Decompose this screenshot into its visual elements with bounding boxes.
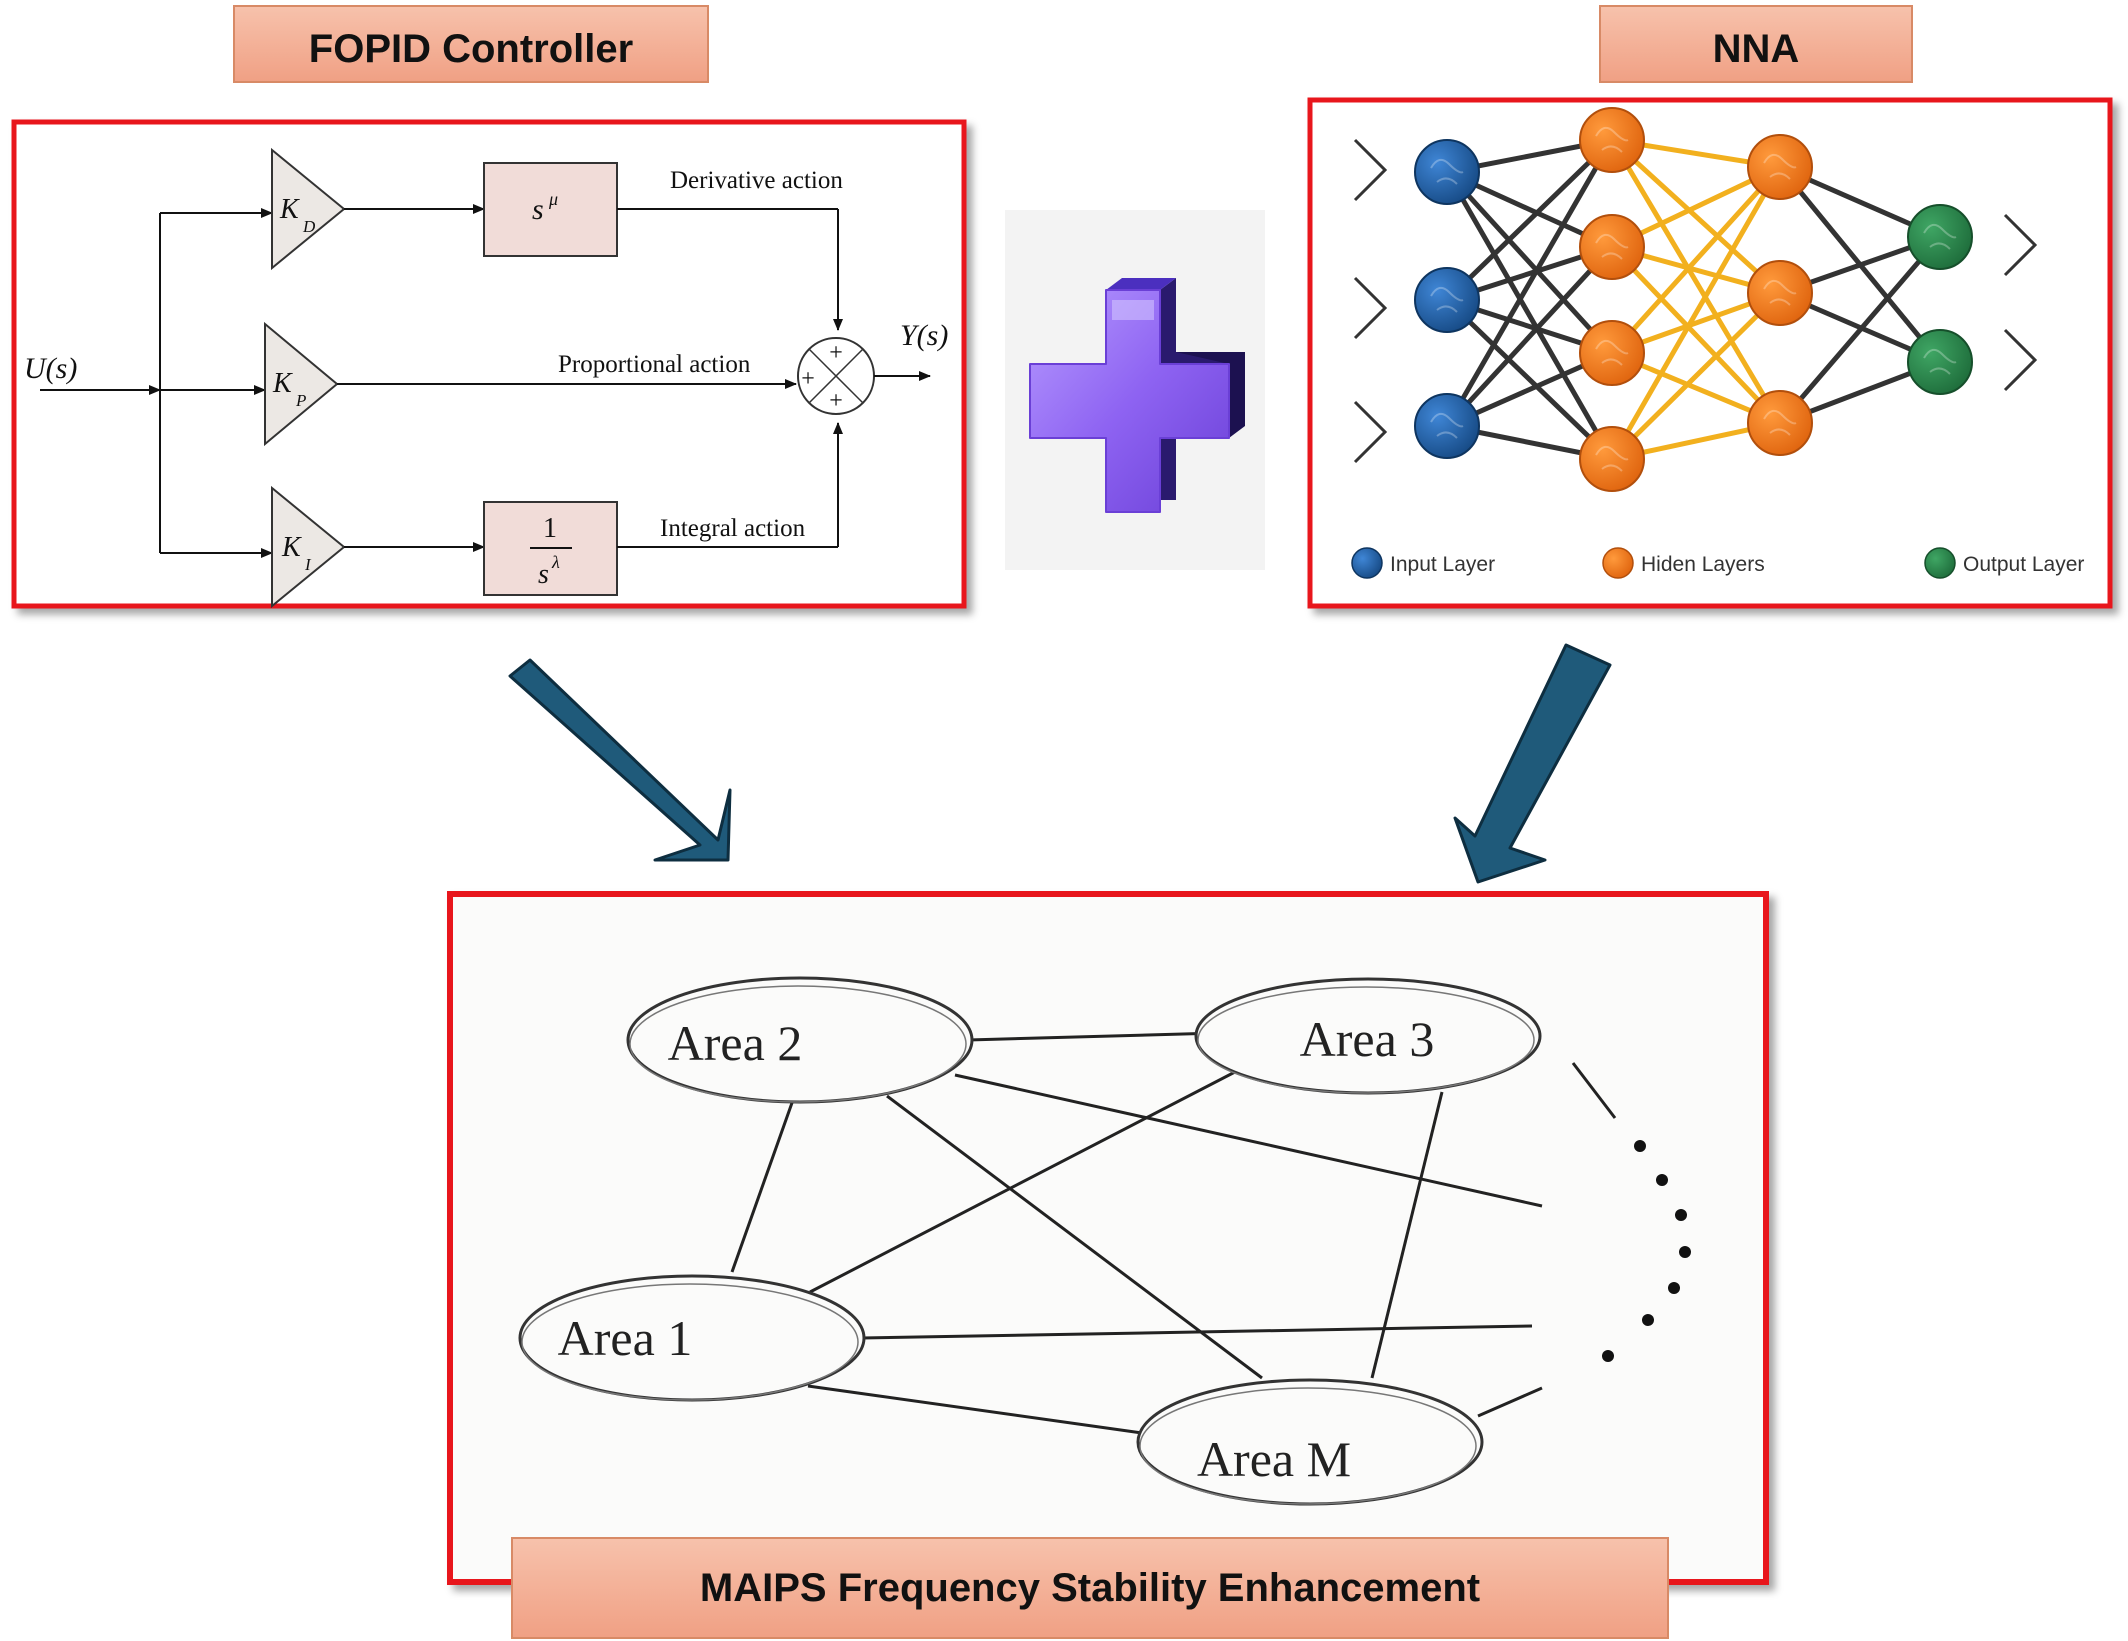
nn-node-input-1 xyxy=(1414,139,1480,205)
area-3-label: Area 3 xyxy=(1300,1011,1435,1067)
nn-node-texture xyxy=(1923,348,1957,375)
svg-text:P: P xyxy=(295,391,306,410)
area-1: Area 1 xyxy=(518,1274,866,1402)
arrow-left xyxy=(508,658,732,862)
plus-icon xyxy=(1005,210,1265,570)
nn-link xyxy=(1610,291,1782,461)
nn-node-texture xyxy=(1763,153,1797,180)
svg-text:K: K xyxy=(279,194,300,225)
proportional-label: Proportional action xyxy=(558,351,751,378)
nn-node-input-3 xyxy=(1414,393,1480,459)
nn-nodes xyxy=(1414,107,1973,492)
nn-node-hidden2-3 xyxy=(1747,390,1813,456)
maips-panel: Area 2 Area 3 Area 1 Area M xyxy=(447,891,1769,1585)
nn-node-texture xyxy=(1430,286,1464,313)
svg-text:+: + xyxy=(801,366,815,392)
derivative-label: Derivative action xyxy=(670,167,843,194)
nn-node-texture xyxy=(1430,412,1464,439)
nn-link xyxy=(1445,170,1614,355)
maips-title-box: MAIPS Frequency Stability Enhancement xyxy=(511,1537,1669,1639)
nn-link xyxy=(1444,138,1615,428)
area-connections xyxy=(730,1030,1617,1435)
svg-text:μ: μ xyxy=(548,189,558,209)
area-m: Area M xyxy=(1136,1378,1484,1506)
svg-text:s: s xyxy=(538,559,549,590)
gain-kd: K D xyxy=(271,147,346,271)
svg-text:K: K xyxy=(281,532,302,563)
nn-node-texture xyxy=(1595,445,1629,472)
nn-node-texture xyxy=(1595,126,1629,153)
output-label: Y(s) xyxy=(900,319,948,352)
svg-text:I: I xyxy=(304,555,312,574)
nn-node-texture xyxy=(1923,223,1957,250)
nna-title-box: NNA xyxy=(1599,5,1913,83)
nn-node-texture xyxy=(1430,158,1464,185)
svg-text:+: + xyxy=(829,340,843,366)
nn-node-output-1 xyxy=(1907,204,1973,270)
area-2-label: Area 2 xyxy=(668,1015,803,1071)
input-label: U(s) xyxy=(24,352,77,385)
nn-node-hidden1-4 xyxy=(1579,426,1645,492)
integral-block: 1 s λ xyxy=(483,501,618,596)
nn-node-hidden2-1 xyxy=(1747,134,1813,200)
svg-text:K: K xyxy=(272,368,293,399)
legend-output-dot xyxy=(1924,547,1956,579)
output-chevrons xyxy=(2003,213,2038,392)
svg-text:D: D xyxy=(302,217,316,236)
derivative-block: s μ xyxy=(483,162,618,257)
maips-title: MAIPS Frequency Stability Enhancement xyxy=(700,1566,1480,1610)
legend-input-label: Input Layer xyxy=(1390,553,1495,576)
legend-hidden-label: Hiden Layers xyxy=(1641,553,1765,576)
nn-node-input-2 xyxy=(1414,267,1480,333)
svg-text:s: s xyxy=(532,193,544,226)
integral-label: Integral action xyxy=(660,515,806,542)
fopid-title: FOPID Controller xyxy=(309,27,633,71)
nn-node-texture xyxy=(1595,233,1629,260)
nn-node-hidden2-2 xyxy=(1747,260,1813,326)
nn-link xyxy=(1609,165,1783,461)
nna-legend: Input Layer Hiden Layers Output Layer xyxy=(1351,547,2084,579)
more-areas-dots xyxy=(1602,1140,1691,1362)
fopid-title-box: FOPID Controller xyxy=(233,5,709,83)
area-m-label: Area M xyxy=(1197,1431,1351,1487)
nn-node-hidden1-1 xyxy=(1579,107,1645,173)
nn-link xyxy=(1778,235,1942,425)
nn-node-texture xyxy=(1763,409,1797,436)
nn-node-hidden1-2 xyxy=(1579,214,1645,280)
gain-kp: K P xyxy=(264,321,339,447)
nn-link xyxy=(1610,138,1782,295)
nn-link xyxy=(1445,298,1614,461)
nn-link xyxy=(1610,165,1782,355)
svg-text:1: 1 xyxy=(543,513,557,544)
area-3: Area 3 xyxy=(1194,977,1542,1095)
nna-panel: Input Layer Hiden Layers Output Layer xyxy=(1307,97,2113,609)
svg-text:+: + xyxy=(829,388,843,414)
nna-title: NNA xyxy=(1713,27,1800,71)
nn-node-output-2 xyxy=(1907,329,1973,395)
legend-input-dot xyxy=(1351,547,1383,579)
nn-node-texture xyxy=(1763,279,1797,306)
gain-ki: K I xyxy=(271,485,346,609)
nn-node-texture xyxy=(1595,339,1629,366)
fopid-panel: U(s) K D K P K I s μ xyxy=(11,119,967,609)
area-2: Area 2 xyxy=(626,976,974,1104)
legend-hidden-dot xyxy=(1602,547,1634,579)
arrow-right xyxy=(1453,643,1612,884)
legend-output-label: Output Layer xyxy=(1963,553,2084,576)
summing-junction: + + + xyxy=(797,337,875,415)
input-chevrons xyxy=(1353,138,1388,464)
nn-link xyxy=(1609,138,1783,425)
nn-node-hidden1-3 xyxy=(1579,320,1645,386)
nn-link xyxy=(1610,245,1782,425)
nn-link xyxy=(1445,245,1614,428)
svg-text:λ: λ xyxy=(551,552,560,572)
nn-link xyxy=(1444,170,1615,461)
area-1-label: Area 1 xyxy=(558,1310,693,1366)
nn-link xyxy=(1445,138,1614,302)
